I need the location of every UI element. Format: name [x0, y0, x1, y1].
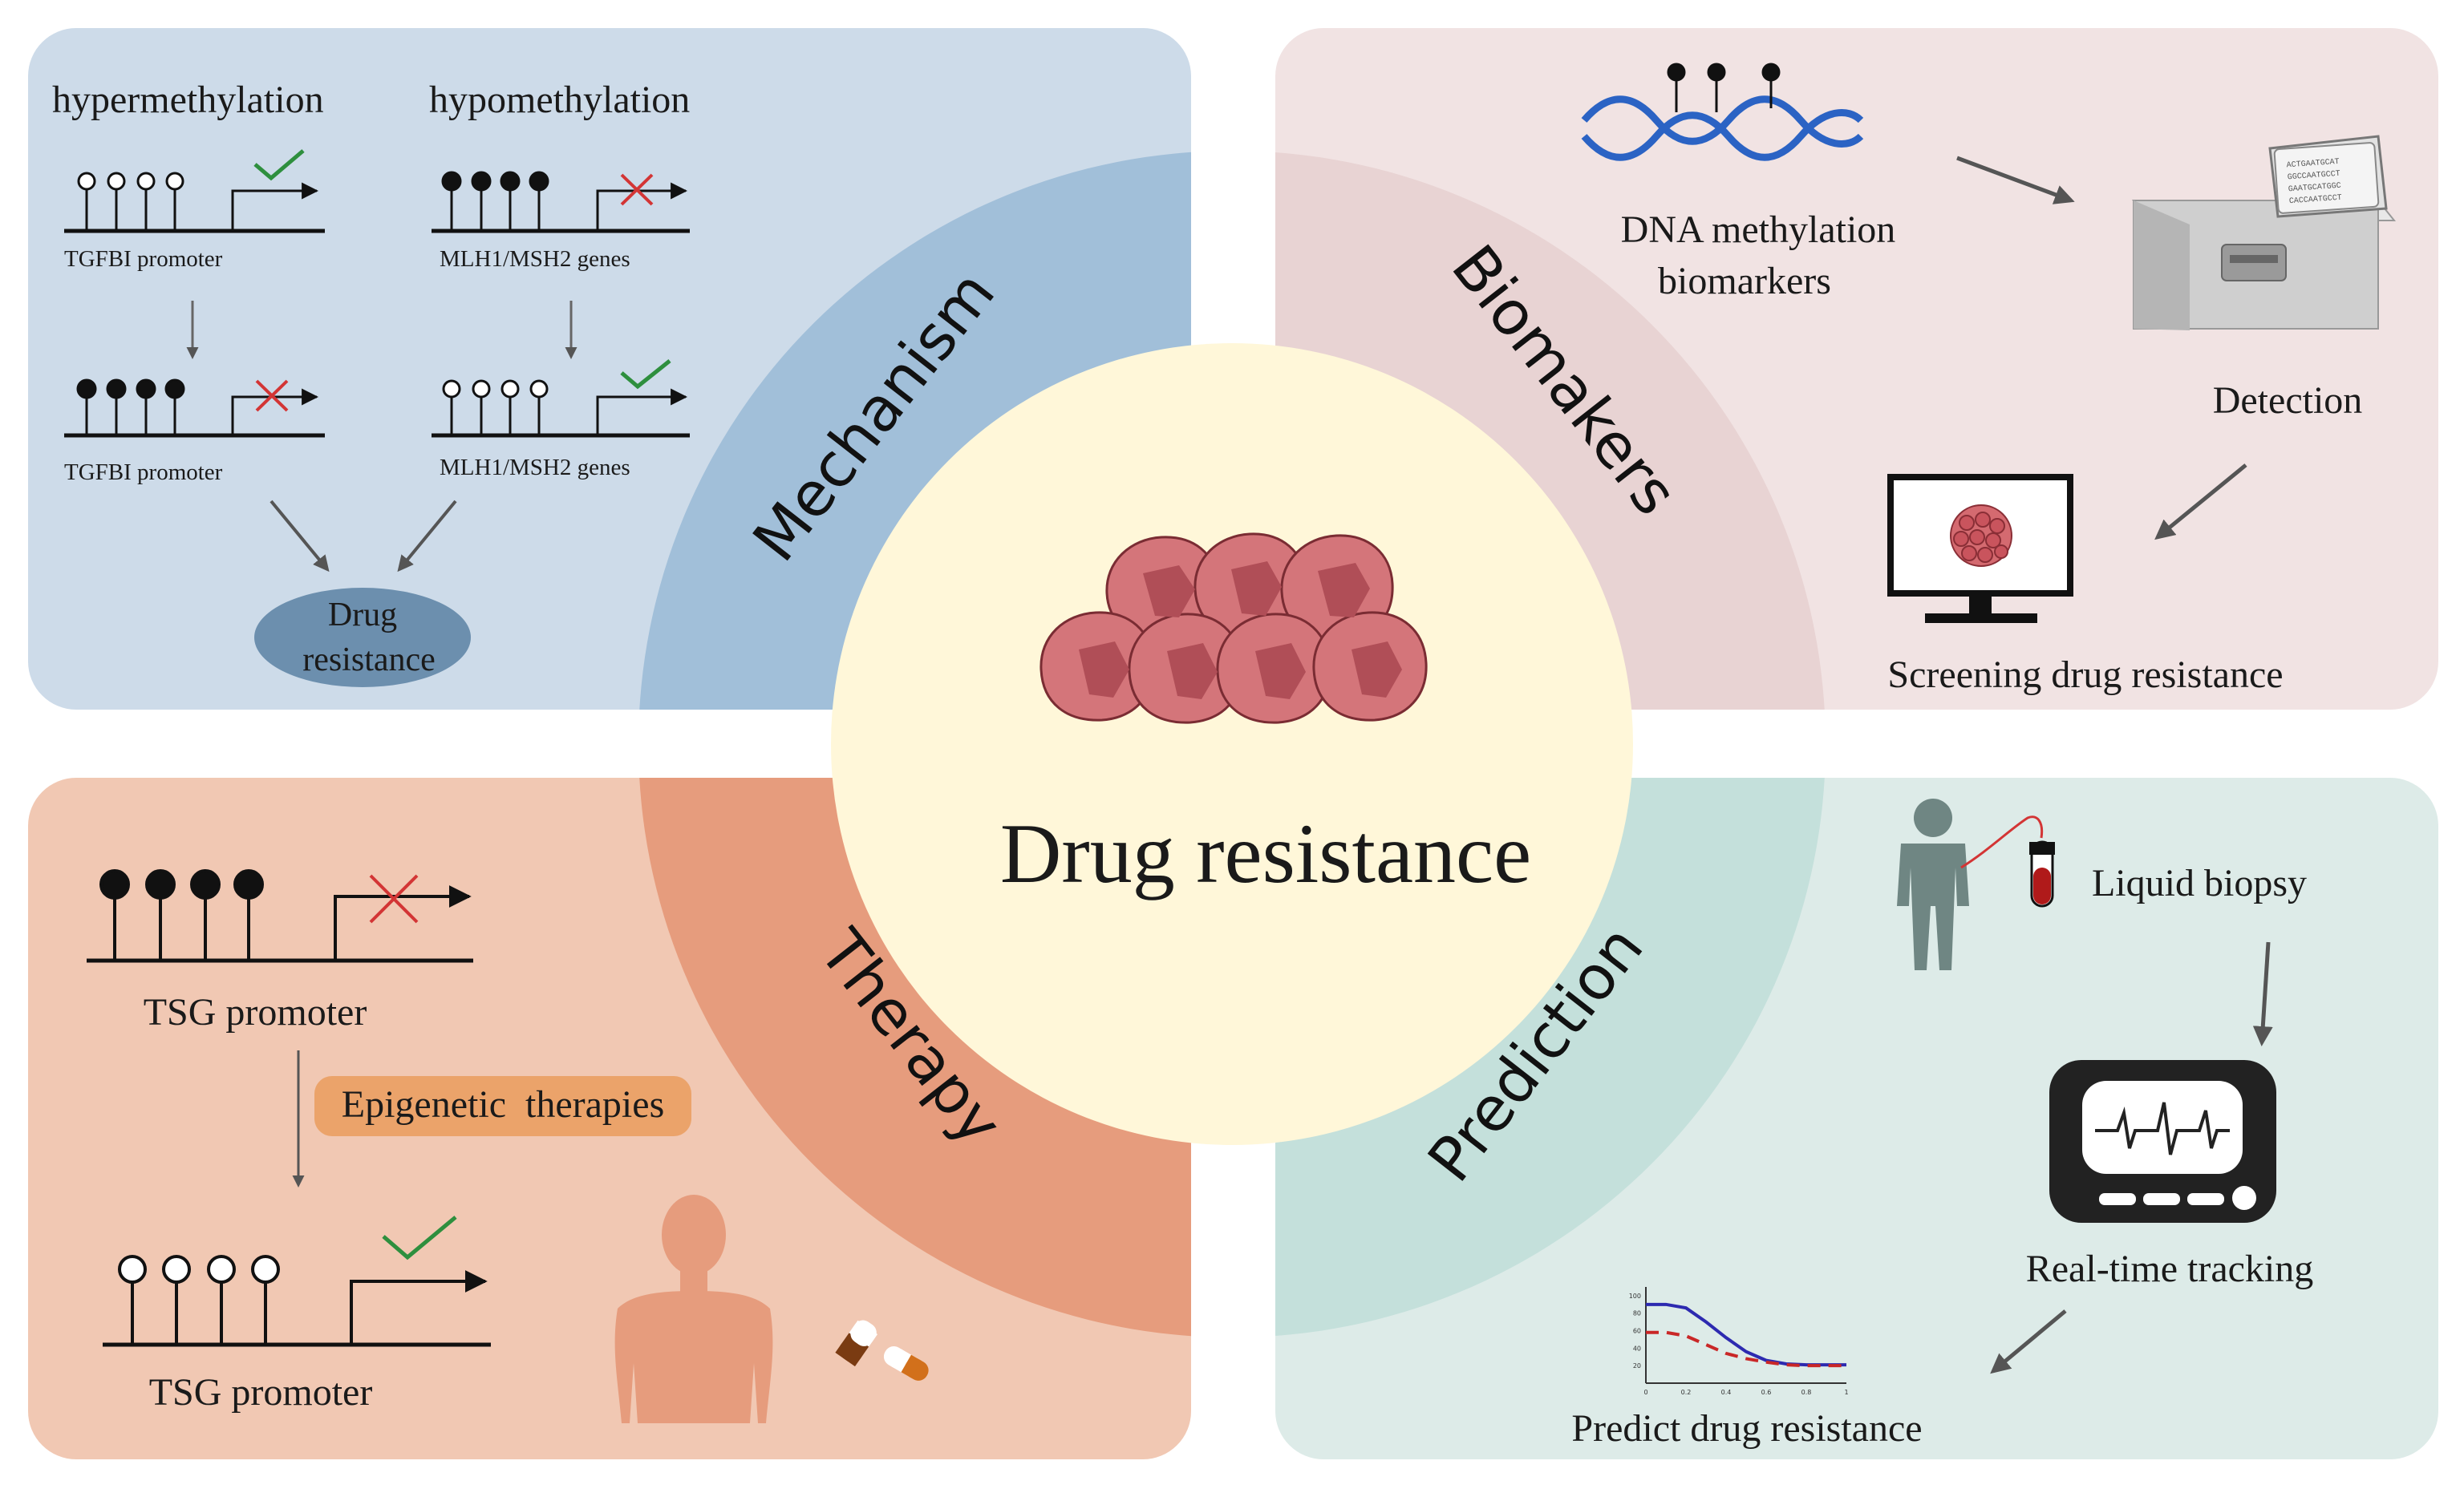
person-icon — [1897, 799, 1969, 970]
mechanism-arc-band — [638, 151, 1191, 710]
converge-arrow-icon — [397, 500, 457, 573]
mini-chart-y-tick: 80 — [1633, 1310, 1641, 1317]
mini-chart-x-tick: 0.8 — [1801, 1389, 1812, 1396]
sequence-line: GAATGCATGGC — [2288, 182, 2342, 195]
heart-monitor-icon — [2049, 1060, 2276, 1223]
check-icon — [382, 1216, 457, 1260]
cross-icon — [255, 379, 289, 412]
down-arrow-icon — [2252, 941, 2273, 1046]
tsg-promoter-unmethylated — [103, 1216, 491, 1347]
mlh1-label-bottom: MLH1/MSH2 genes — [440, 455, 630, 480]
screening-label: Screening drug resistance — [1887, 653, 2283, 696]
mini-chart-series-red-dashed — [1646, 1330, 1846, 1368]
tgfbi-label-top: TGFBI promoter — [64, 246, 223, 272]
mini-chart-y-tick: 60 — [1633, 1328, 1641, 1335]
center-circle — [831, 343, 1633, 1145]
arrow-to-chart-icon — [1990, 1309, 2067, 1374]
sequence-line: ACTGAATGCAT — [2286, 158, 2340, 171]
center-hub: Drug resistance — [831, 343, 1633, 1145]
tsg-promoter-bottom-label: TSG promoter — [149, 1371, 373, 1414]
pill-capsule-icon — [835, 1320, 929, 1381]
cross-icon — [620, 173, 654, 206]
mini-chart-y-tick: 100 — [1629, 1293, 1641, 1300]
check-icon — [620, 359, 671, 390]
predict-drug-resistance-label: Predict drug resistance — [1571, 1407, 1922, 1450]
sequencer-machine-icon: ACTGAATGCAT GGCCAATGCCT GAATGCATGGC CACC… — [2131, 135, 2397, 330]
hypermethylation-title: hypermethylation — [52, 79, 324, 121]
dna-helix-icon — [1581, 63, 1864, 161]
dna-methylation-label: DNA methylation — [1621, 208, 1896, 251]
mini-chart-x-tick: 1 — [1844, 1389, 1848, 1396]
tgfbi-promoter-methylated: TGFBI promoter — [64, 378, 325, 485]
drug-resistance-ellipse — [254, 588, 471, 687]
center-title: Drug resistance — [1000, 807, 1531, 900]
therapy-arc-band — [638, 778, 1191, 1337]
biomarkers-arc-band — [1275, 151, 1826, 710]
tumor-cluster-icon — [1950, 504, 2012, 567]
tgfbi-label-bottom: TGFBI promoter — [64, 459, 223, 485]
mlh1-genes-methylated: MLH1/MSH2 genes — [432, 171, 690, 272]
sequence-line: GGCCAATGCCT — [2287, 170, 2340, 183]
drug-resistance-line2: resistance — [302, 641, 436, 678]
liquid-biopsy-label: Liquid biopsy — [2092, 862, 2307, 904]
drug-resistance-line1: Drug — [328, 597, 397, 633]
arrow-to-sequencer-icon — [1956, 156, 2075, 204]
mini-chart-x-tick: 0.6 — [1761, 1389, 1772, 1396]
human-body-icon — [614, 1195, 773, 1423]
blood-tube-icon — [2029, 840, 2055, 908]
mini-chart-x-tick: 0 — [1643, 1389, 1647, 1396]
mlh1-genes-unmethylated: MLH1/MSH2 genes — [432, 359, 690, 480]
tsg-promoter-methylated — [87, 869, 473, 963]
tsg-promoter-top-label: TSG promoter — [144, 991, 367, 1034]
blood-draw-tube-line — [1960, 815, 2044, 869]
tgfbi-promoter-unmethylated: TGFBI promoter — [64, 149, 325, 272]
detection-label: Detection — [2213, 379, 2363, 422]
monitor-icon — [1887, 474, 2073, 623]
hypomethylation-title: hypomethylation — [429, 79, 690, 121]
mini-chart-x-tick: 0.4 — [1721, 1389, 1732, 1396]
check-icon — [253, 149, 305, 181]
epigenetic-therapies-tag — [314, 1076, 691, 1136]
converge-arrow-icon — [270, 500, 330, 573]
sequence-line: CACCAATGCCT — [2289, 194, 2343, 207]
prediction-arc-band — [1275, 778, 1826, 1337]
real-time-tracking-label: Real-time tracking — [2026, 1248, 2314, 1290]
cross-icon — [369, 874, 419, 924]
arrow-to-monitor-icon — [2154, 463, 2247, 540]
mini-chart-y-tick: 40 — [1633, 1345, 1641, 1352]
mini-chart-y-tick: 20 — [1633, 1362, 1641, 1370]
mini-prediction-chart: 100 80 60 40 20 0 0.2 0.4 0.6 0.8 1 — [1629, 1287, 1849, 1396]
mechanism-panel: hypermethylation hypomethylation TGFBI p… — [28, 28, 1191, 710]
cancer-cells-icon — [1040, 532, 1428, 724]
mini-chart-x-tick: 0.2 — [1681, 1389, 1692, 1396]
epigenetic-therapies-label: Epigenetic therapies — [342, 1083, 665, 1126]
biomarkers-sub-label: biomarkers — [1658, 260, 1831, 302]
mlh1-label-top: MLH1/MSH2 genes — [440, 246, 630, 272]
